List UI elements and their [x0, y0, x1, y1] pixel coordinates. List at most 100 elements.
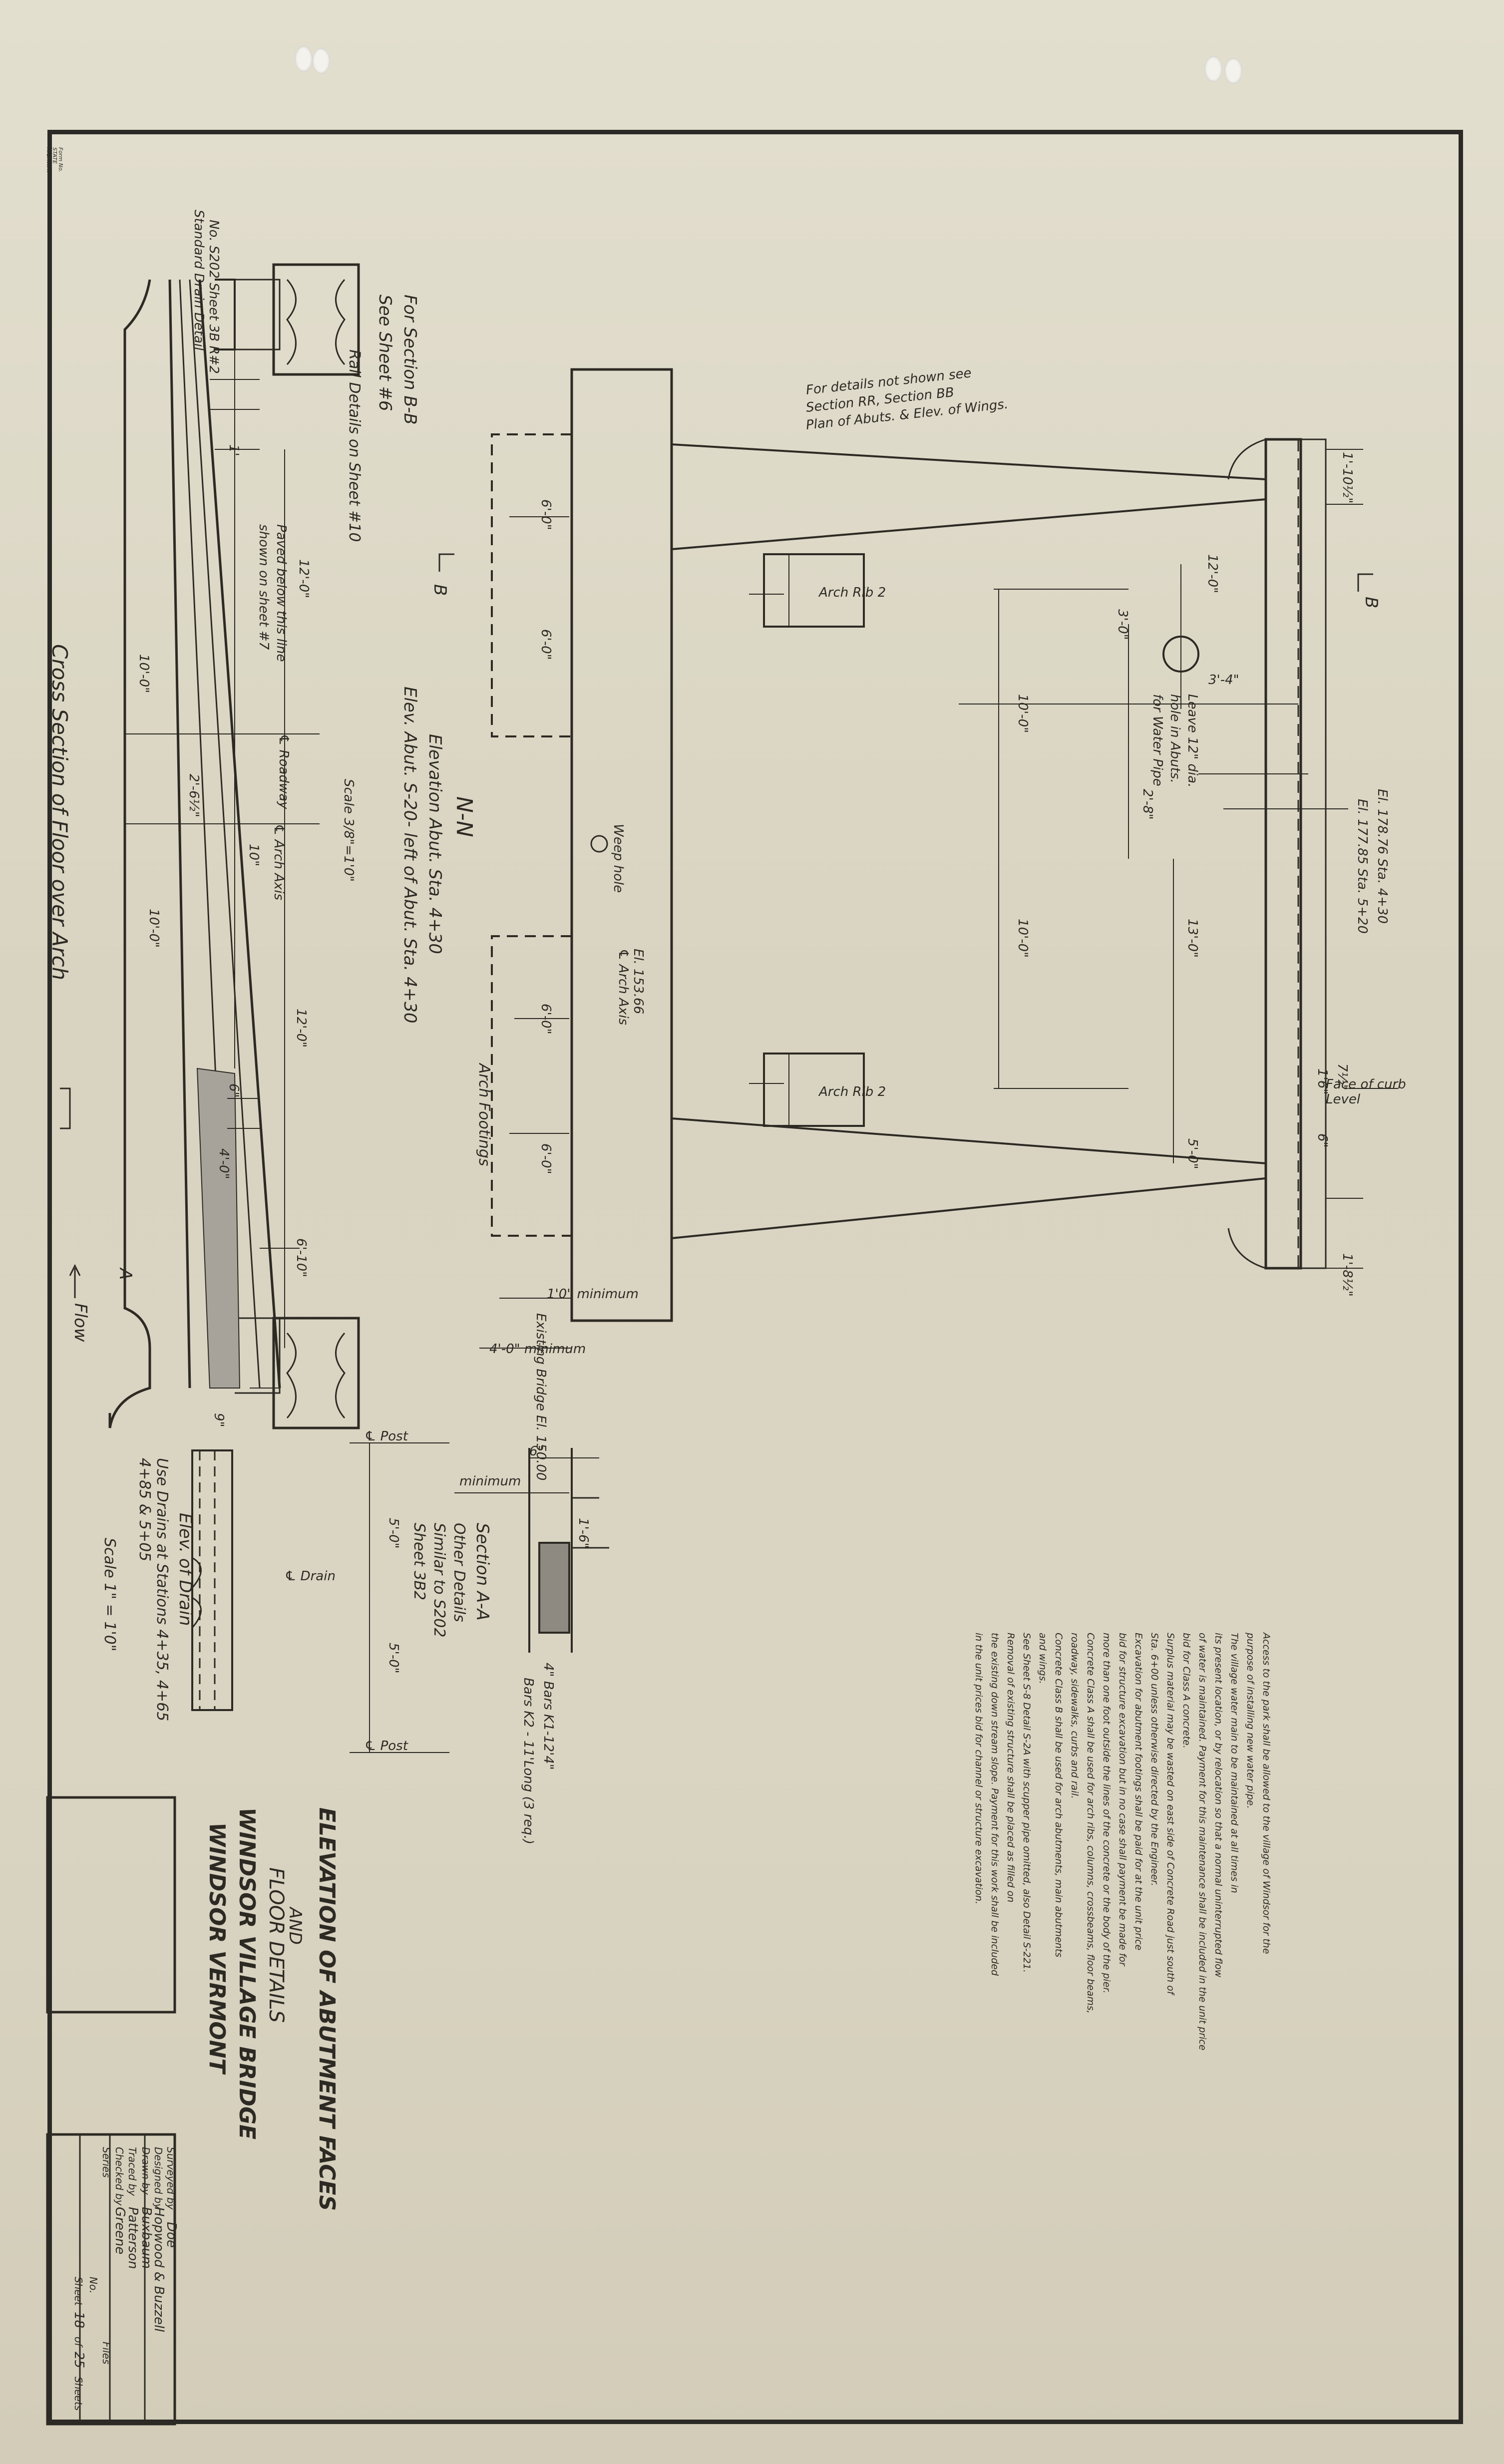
dim: 9": [211, 1413, 226, 1427]
dim: 2'-6½": [186, 774, 201, 817]
cross-section-floor: [60, 263, 360, 1429]
elevation-sta-520: El. 177.85 Sta. 5+20: [1355, 799, 1370, 934]
note-line: Sta. 6+00 unless otherwise directed by t…: [1149, 1633, 1160, 1886]
form-stamp: STATE: [51, 147, 58, 164]
water-pipe-note-3: for Water Pipe: [1150, 694, 1165, 786]
minimum-4ft: 4'-0" minimum: [489, 1342, 586, 1357]
drain-detail-sheet: No. S202 Sheet 3B R#2: [206, 220, 221, 374]
designed-by: Hopwood & Buzzell: [151, 2207, 166, 2332]
section-bb-sheet: See Sheet #6: [375, 295, 395, 411]
bars-k1: 4" Bars K1-12'4": [541, 1663, 556, 1770]
minimum-1ft: 1'0" minimum: [547, 1287, 639, 1302]
nn-elevation: [438, 368, 1373, 1349]
checked-by: Greene: [112, 2207, 127, 2254]
punch-hole: [1224, 58, 1242, 84]
section-aa-title: Section A-A: [472, 1523, 492, 1621]
dim: 6'-0": [538, 499, 553, 530]
title-block: [46, 1796, 176, 2426]
paved-note-2: shown on sheet #7: [256, 524, 271, 650]
title-line-5: WINDSOR VERMONT: [204, 1822, 230, 2075]
section-aa-line2: Similar to S202: [430, 1523, 448, 1637]
elevation-sta-430: El. 178.76 Sta. 4+30: [1375, 789, 1390, 924]
dim: 12'-0": [1205, 554, 1220, 593]
sheet-number: 18: [71, 2312, 86, 2328]
note-line: the existing down stream slope. Payment …: [989, 1633, 1000, 1976]
drawing-border: [47, 130, 1463, 2424]
form-stamp: HIGHWAY: [45, 147, 52, 174]
dim: 5'-0": [386, 1643, 401, 1674]
note-line: more than one foot outside the lines of …: [1101, 1633, 1112, 1994]
bars-k2: Bars K2 - 11'Long (3 req.): [521, 1678, 536, 1844]
abutment-face-elevation: [671, 438, 1398, 1270]
checked-label: Checked by: [113, 2147, 125, 2206]
sheet-of: of: [72, 2337, 84, 2348]
post-centerline: ℄ Post: [365, 1739, 408, 1754]
sheets-label: Sheets: [72, 2377, 84, 2411]
note-line: and wings.: [1037, 1633, 1048, 1684]
punch-hole: [312, 48, 330, 74]
drawn-label: Drawn by: [140, 2147, 152, 2195]
note-line: See Sheet S-8 Detail S-2A with scupper p…: [1021, 1633, 1032, 1973]
note-line: Removal of existing structure shall be p…: [1005, 1633, 1016, 1902]
note-line: in the unit prices bid for channel or st…: [973, 1633, 984, 1904]
drain-detail-label: Standard Drain Detail: [191, 210, 206, 351]
dim: 12'-0": [294, 1009, 309, 1048]
note-line: bid for Class A concrete.: [1181, 1633, 1192, 1749]
dim: 3'-0": [1115, 609, 1130, 640]
note-line: bid for structure excavation but in no c…: [1117, 1633, 1128, 1967]
dim: 6": [1315, 1133, 1330, 1148]
note-line: its present location, or by relocation s…: [1213, 1633, 1224, 1978]
dim: 10'-0": [136, 654, 151, 693]
dim: 10": [246, 844, 261, 866]
nn-elevation-line2: Elev. Abut. S-20- left of Abut. Sta. 4+3…: [400, 687, 420, 1023]
file-label: Files: [100, 2342, 112, 2364]
traced-label: Traced by: [126, 2147, 138, 2196]
title-line-3: FLOOR DETAILS: [265, 1867, 288, 2023]
title-line-4: WINDSOR VILLAGE BRIDGE: [234, 1807, 260, 2139]
note-line: Access to the park shall be allowed to t…: [1261, 1632, 1272, 1954]
designed-label: Designed by: [152, 2147, 164, 2210]
title-line-1: ELEVATION OF ABUTMENT FACES: [314, 1807, 340, 2211]
dim: 3'-4": [1208, 673, 1239, 688]
minimum-label: minimum: [459, 1474, 521, 1489]
dim: 6'-0": [538, 1143, 553, 1174]
paved-note-1: Paved below this line: [274, 524, 289, 662]
section-bb-label: For Section B-B: [400, 295, 420, 425]
traced-by: Patterson: [125, 2207, 140, 2269]
note-line: Excavation for abutment footings shall b…: [1133, 1633, 1144, 1950]
note-line: Concrete Class A shall be used for arch …: [1085, 1633, 1096, 2014]
nn-title: N-N: [451, 796, 477, 837]
dim: 6'-0": [538, 629, 553, 660]
arch-footings-label: Arch Footings: [475, 1062, 493, 1166]
note-line: Concrete Class B shall be used for arch …: [1053, 1633, 1064, 1957]
dim: 10'-0": [1015, 694, 1030, 733]
section-b-mark: B: [430, 584, 450, 596]
section-aa: [454, 1448, 609, 1653]
dim: 10'-0": [146, 909, 161, 948]
punch-hole: [295, 46, 313, 72]
title-line-2: AND: [285, 1906, 305, 1945]
existing-bridge-elevation: Existing Bridge El. 150.00: [533, 1313, 548, 1480]
dim: 1': [226, 444, 241, 456]
footing-elevation: El. 153.66: [631, 949, 646, 1014]
surveyed-label: Surveyed by: [165, 2147, 177, 2210]
water-pipe-note-2: hole in Abuts.: [1167, 694, 1182, 783]
form-stamp: Form No.: [57, 147, 64, 172]
section-b-mark-right: B: [1361, 597, 1381, 608]
rail-details-note: Rail Details on Sheet #10: [346, 350, 363, 542]
note-line: of water is maintained. Payment for this…: [1197, 1633, 1208, 2051]
drain-scale: Scale 1" = 1'0": [101, 1538, 118, 1652]
dim: 5'-0": [386, 1518, 401, 1549]
dim: 1'-8½": [1340, 1253, 1355, 1297]
face-of-curb-level: Level: [1326, 1092, 1361, 1107]
dim: 10'-0": [1015, 919, 1030, 958]
nn-elevation-line1: Elevation Abut. Sta. 4+30: [425, 734, 445, 954]
cross-section-scale: Scale 3/8"=1'0": [341, 779, 356, 882]
face-of-curb: Face of curb: [1326, 1077, 1406, 1092]
drain-stations-2: 4+85 & 5+05: [136, 1458, 153, 1561]
cross-section-title: Cross Section of Floor over Arch: [47, 644, 72, 980]
roadway-centerline: ℄ Roadway: [276, 734, 291, 809]
flow-label: Flow: [70, 1303, 90, 1342]
dim: 1'-10½": [1340, 452, 1355, 503]
sheets-total: 25: [71, 2352, 86, 2368]
